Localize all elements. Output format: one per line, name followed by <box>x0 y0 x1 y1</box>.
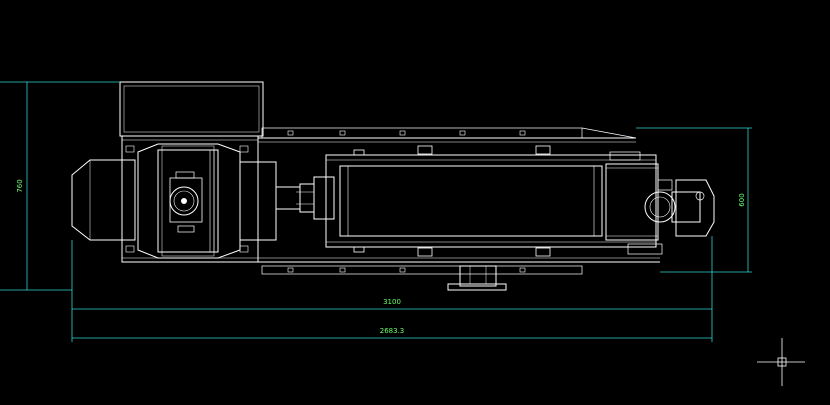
machine-assembly <box>71 81 715 291</box>
belt-clamps <box>353 145 551 257</box>
conveyor-belt <box>339 165 603 237</box>
height-left-dimension: 760 <box>16 179 24 192</box>
length-lower-dimension: 2683.3 <box>380 327 405 335</box>
crosshair-ucs-icon <box>757 338 805 386</box>
dimension-labels: 760 600 3100 2683.3 <box>16 179 746 335</box>
main-frame <box>121 135 259 263</box>
height-right-dimension: 600 <box>738 193 746 206</box>
top-housing-box <box>119 81 264 137</box>
left-end-cap <box>71 159 136 241</box>
lower-rail <box>258 257 660 275</box>
bottom-stand <box>447 265 507 291</box>
right-motor <box>644 179 715 237</box>
upper-rail <box>258 127 637 143</box>
frame-bolts <box>287 130 526 273</box>
conveyor-frame <box>325 154 657 248</box>
drive-shaft <box>275 176 335 220</box>
right-drive-end <box>605 151 663 255</box>
drive-housing <box>137 143 277 259</box>
drive-motor <box>169 171 203 233</box>
length-upper-dimension: 3100 <box>383 298 401 306</box>
dimension-lines <box>0 81 752 342</box>
